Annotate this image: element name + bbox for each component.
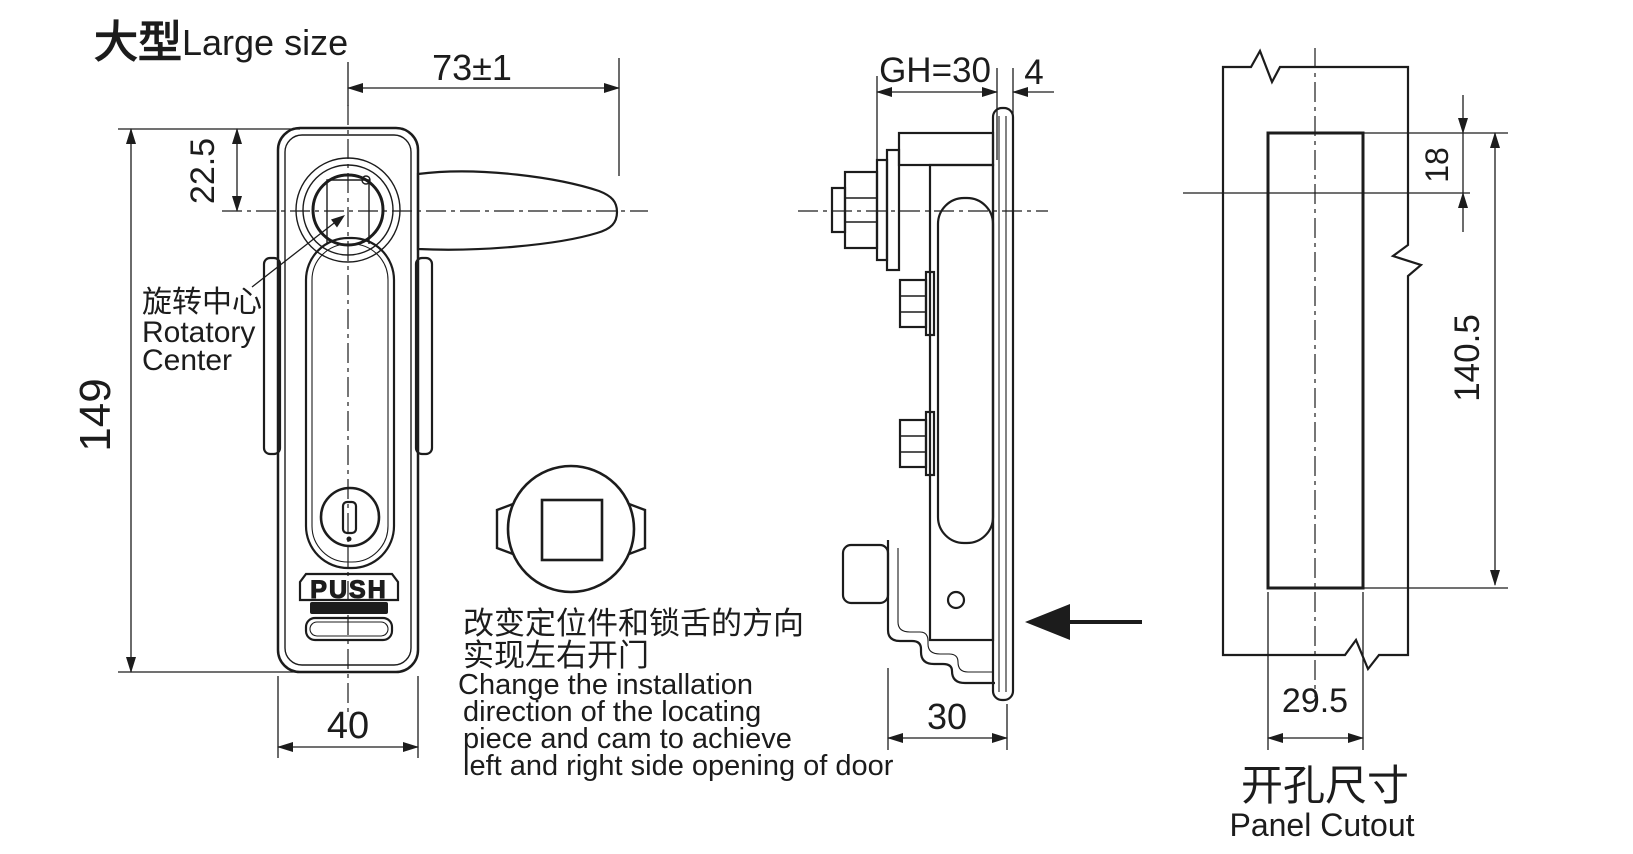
- side-view: [798, 106, 1142, 702]
- dim-width: 40: [327, 705, 369, 747]
- side-dimensions: GH=30 4 30: [876, 51, 1054, 750]
- panel-cutout-view: 18 140.5 29.5 开孔尺寸 Panel Cutout: [1183, 48, 1508, 843]
- cam-square-hole: [540, 498, 604, 562]
- side-handle-hump: [936, 196, 995, 545]
- push-lower-bar-inner: [309, 621, 389, 637]
- dim-cutout-height: 140.5: [1448, 314, 1487, 402]
- side-top-washer: [875, 158, 889, 262]
- panel-cutout-label-en: Panel Cutout: [1229, 807, 1414, 843]
- dim-cutout-top-offset: 18: [1419, 147, 1455, 183]
- panel-outline: [1221, 48, 1424, 672]
- front-left-ear: [262, 256, 282, 456]
- dim-handle-length: 73±1: [432, 47, 512, 88]
- rotary-leader-line: [251, 219, 339, 288]
- dim-rotary-offset: 22.5: [184, 138, 222, 204]
- side-stud-tip: [830, 186, 847, 234]
- front-dimensions: 73±1 22.5 149 40 旋转中心 Rotatory Center: [71, 47, 620, 758]
- front-body-outline: [276, 126, 420, 674]
- side-nut-2: [898, 418, 928, 469]
- dim-grip-range: GH=30: [879, 51, 991, 90]
- front-grip: [304, 236, 396, 570]
- side-nut-1: [898, 278, 928, 329]
- note-cn-1: 改变定位件和锁舌的方向: [463, 606, 804, 641]
- panel-cutout-label-cn: 开孔尺寸: [1241, 762, 1409, 809]
- side-nut2-washer: [924, 410, 936, 477]
- front-view: PUSH: [222, 105, 648, 715]
- side-latch-hole: [946, 590, 966, 610]
- note-en-4: left and right side opening of door: [463, 750, 894, 782]
- push-black-stripe: [310, 602, 388, 614]
- side-body: [928, 163, 995, 642]
- dim-depth: 30: [927, 696, 967, 737]
- note-en-2: direction of the locating: [463, 696, 761, 728]
- keyhole-circle: [319, 486, 381, 548]
- direction-arrow-head: [1025, 604, 1070, 640]
- knob-pin-dot: [361, 175, 371, 185]
- dim-cutout-width: 29.5: [1282, 682, 1348, 720]
- title-en: Large size: [182, 22, 348, 63]
- rotary-leader-arrow: [331, 215, 345, 228]
- front-grip-inner: [311, 243, 389, 563]
- cam-right-notch: [628, 502, 647, 556]
- front-handle: [416, 170, 619, 251]
- note-en-1: Change the installation: [458, 669, 753, 701]
- keyhole-slot: [341, 500, 358, 535]
- note-en-3: piece and cam to achieve: [463, 723, 792, 755]
- dim-panel-thickness: 4: [1024, 53, 1043, 92]
- side-top-nut: [843, 170, 879, 250]
- side-latch-steps-inner: [897, 548, 993, 673]
- rotary-center-en2: Center: [142, 344, 232, 377]
- side-top-bracket: [897, 131, 995, 167]
- cam-left-notch: [495, 502, 514, 556]
- side-push-button: [841, 543, 890, 605]
- front-right-ear: [414, 256, 434, 456]
- cam-piece: [495, 464, 647, 594]
- note-cn-2: 实现左右开门: [463, 638, 649, 673]
- push-lower-bar: [304, 616, 394, 642]
- note-block: 改变定位件和锁舌的方向 实现左右开门 Change the installati…: [458, 606, 894, 782]
- side-nut1-washer: [924, 270, 936, 337]
- side-latch-steps: [886, 540, 995, 685]
- rotary-center-en1: Rotatory: [142, 316, 255, 349]
- push-plate: [298, 572, 400, 602]
- side-top-flange: [885, 148, 901, 272]
- cam-circle: [506, 464, 636, 594]
- rotary-center-cn: 旋转中心: [142, 286, 262, 319]
- push-label: PUSH: [310, 576, 387, 604]
- side-panel-plate: [991, 106, 1015, 702]
- dim-height: 149: [71, 378, 120, 451]
- keyhole-dot: [346, 536, 352, 542]
- title-cn: 大型: [94, 18, 182, 67]
